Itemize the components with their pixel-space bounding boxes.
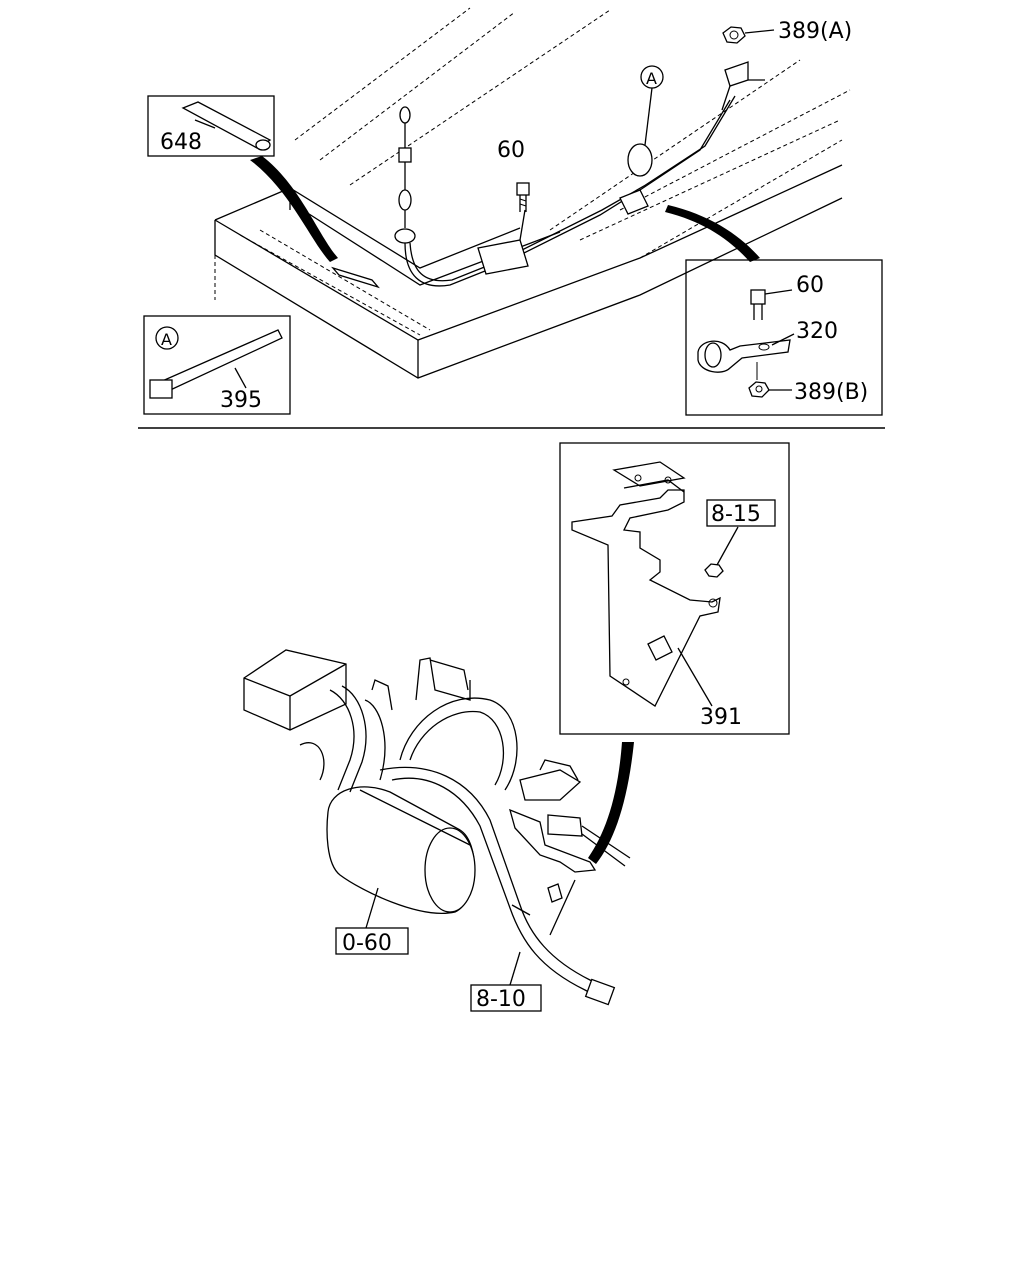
bolt-60-top: [516, 182, 530, 212]
callout-60-inset: 60: [796, 273, 824, 298]
nut-389a: [722, 26, 775, 44]
callout-a-inset: A: [161, 330, 172, 349]
label-0-60-box: [335, 887, 409, 955]
callout-0-60: 0-60: [342, 931, 392, 956]
arrow-648: [250, 156, 338, 262]
callout-60-top: 60: [497, 138, 525, 163]
callout-395: 395: [220, 388, 262, 413]
brake-cable: [394, 61, 765, 287]
callout-391: 391: [700, 705, 742, 730]
callout-389a: 389(A): [778, 19, 852, 44]
arrow-391: [588, 742, 634, 864]
inset-395: [143, 315, 291, 415]
callout-320: 320: [796, 319, 838, 344]
label-8-10-box: [470, 951, 542, 1012]
inset-bracket-391: [559, 442, 790, 735]
callout-648: 648: [160, 130, 202, 155]
callout-389b: 389(B): [794, 380, 868, 405]
frame-rail-drawing: [214, 7, 851, 379]
callout-a-marker: [640, 65, 664, 146]
inset-648: [147, 95, 338, 262]
arrow-clamp: [665, 205, 760, 262]
inset-clamp: [665, 205, 883, 416]
starter-assembly: [243, 649, 631, 1006]
callout-a-top: A: [646, 69, 657, 88]
callout-8-15: 8-15: [711, 502, 761, 527]
callout-8-10: 8-10: [476, 987, 526, 1012]
